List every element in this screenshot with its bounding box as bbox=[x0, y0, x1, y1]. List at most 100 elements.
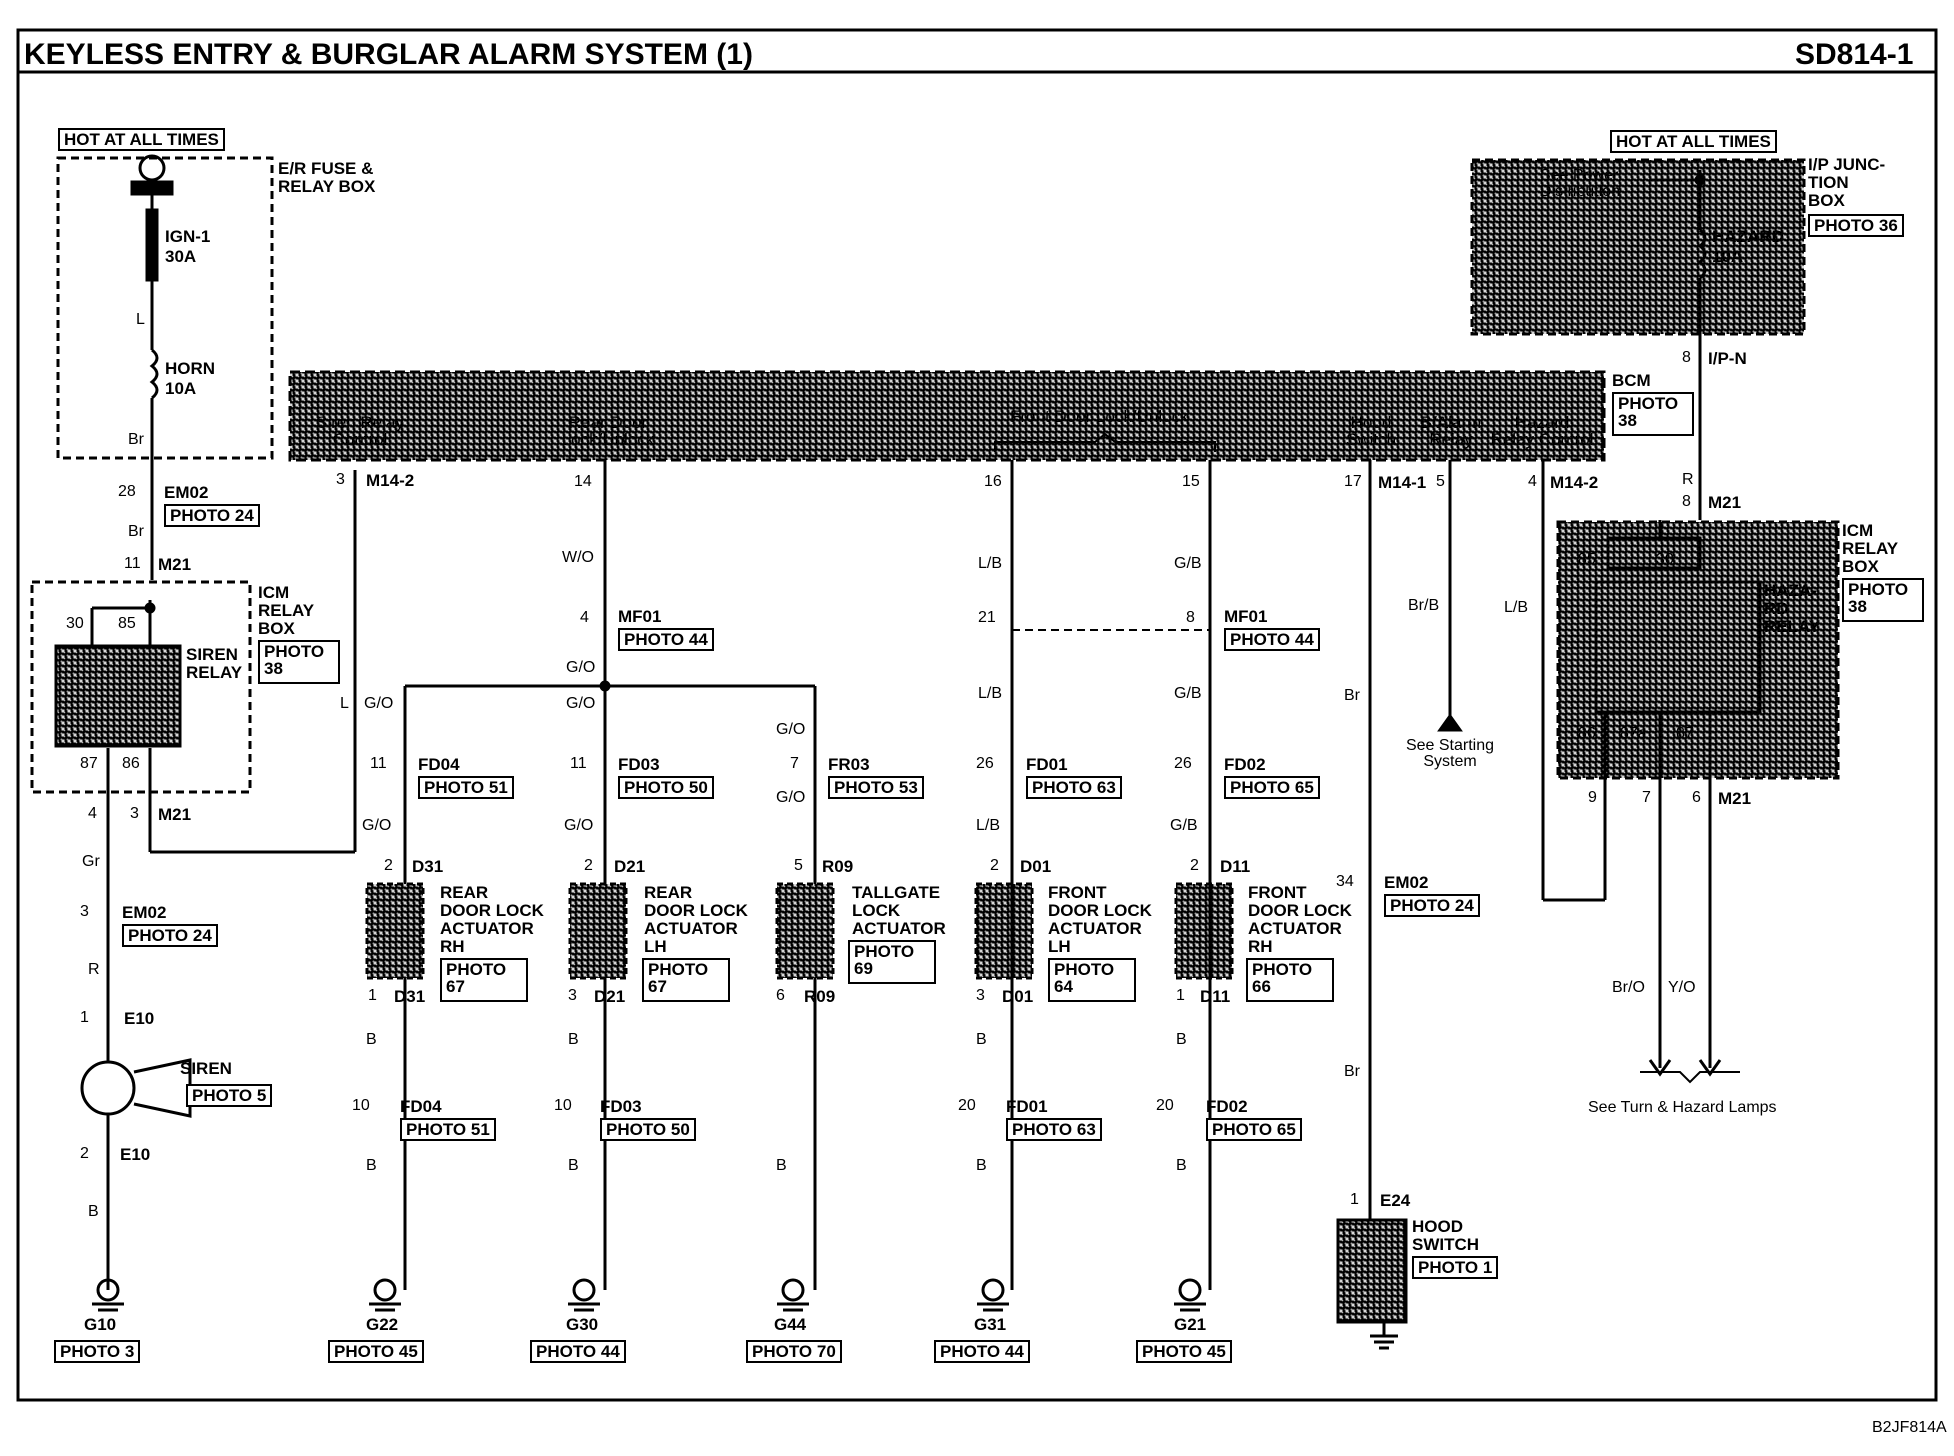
rear-lh-name: REAR bbox=[644, 883, 693, 902]
bcm-conn-m142-b: M14-2 bbox=[1550, 473, 1599, 492]
photo-24-a: PHOTO 24 bbox=[164, 504, 260, 527]
rh-wire-b: B bbox=[366, 1031, 377, 1048]
fuse-horn-rating: 10A bbox=[165, 379, 197, 398]
wire-go-trunk: G/O bbox=[566, 659, 596, 676]
frh-pin-20: 20 bbox=[1156, 1097, 1174, 1114]
tg-conn-r09: R09 bbox=[822, 857, 854, 876]
wire-l: L bbox=[136, 311, 145, 328]
front-rh-name-2: DOOR LOCK bbox=[1248, 901, 1352, 920]
ground-g21-photo: PHOTO 45 bbox=[1136, 1340, 1232, 1363]
siren-photo: PHOTO 5 bbox=[186, 1084, 273, 1107]
ground-g44-photo: PHOTO 70 bbox=[746, 1340, 842, 1363]
hood-switch-name-2: SWITCH bbox=[1412, 1235, 1480, 1254]
conn-e10-b: E10 bbox=[120, 1145, 151, 1164]
siren-label: SIREN bbox=[180, 1059, 232, 1078]
pin-11: 11 bbox=[124, 555, 141, 572]
hazard-relay-label-2: RD bbox=[1764, 599, 1789, 618]
front-lh-name: FRONT bbox=[1048, 883, 1107, 902]
flh-wire-lb-3: L/B bbox=[976, 817, 1001, 834]
wire-br-b: Br/B bbox=[1408, 597, 1440, 614]
hood-wire-br: Br bbox=[1344, 687, 1360, 704]
rs-pin-8: 8 bbox=[1682, 349, 1691, 366]
rh-pin-1: 1 bbox=[368, 987, 377, 1004]
lh-wire-go: G/O bbox=[564, 817, 594, 834]
rear-rh-name: REAR bbox=[440, 883, 489, 902]
ip-junction-label-2: TION bbox=[1808, 173, 1849, 192]
ground-g44: G44 bbox=[774, 1315, 807, 1334]
lh-wire-b-2: B bbox=[568, 1157, 579, 1174]
wire-r: R bbox=[88, 961, 100, 978]
hz-pin-9: 9 bbox=[1588, 789, 1597, 806]
hz-pin-7: 7 bbox=[1642, 789, 1651, 806]
flh-pin-20: 20 bbox=[958, 1097, 976, 1114]
tg-wire-go-top: G/O bbox=[776, 721, 806, 738]
frh-photo-fd02-b: PHOTO 65 bbox=[1206, 1118, 1302, 1141]
conn-m21-in: M21 bbox=[158, 555, 192, 574]
bcm-pin-3: 3 bbox=[336, 471, 345, 488]
fuse-horn-name: HORN bbox=[165, 359, 216, 378]
flh-pin-2: 2 bbox=[990, 857, 999, 874]
rh-conn-fd04-b: FD04 bbox=[400, 1097, 442, 1116]
icm-left-name-2: RELAY bbox=[258, 601, 315, 620]
footer-code: B2JF814A bbox=[1872, 1419, 1947, 1436]
wire-y-o: Y/O bbox=[1668, 979, 1696, 996]
rear-lh-name-2: DOOR LOCK bbox=[644, 901, 748, 920]
icm-right-name-3: BOX bbox=[1842, 557, 1879, 576]
wire-wo: W/O bbox=[562, 549, 594, 566]
bcm-conn-m142: M14-2 bbox=[366, 471, 415, 490]
hood-photo-em02: PHOTO 24 bbox=[1384, 894, 1480, 917]
photo-24-b: PHOTO 24 bbox=[122, 924, 218, 947]
rh-wire-b-2: B bbox=[366, 1157, 377, 1174]
conn-e10-a: E10 bbox=[124, 1009, 155, 1028]
lh-conn-fd03-b: FD03 bbox=[600, 1097, 642, 1116]
ip-junction-label: I/P JUNC- bbox=[1808, 155, 1886, 174]
rs-conn-m21: M21 bbox=[1708, 493, 1742, 512]
lh-wire-b: B bbox=[568, 1031, 579, 1048]
flh-conn-fd01: FD01 bbox=[1026, 755, 1068, 774]
front-rh-name-4: RH bbox=[1248, 937, 1273, 956]
wire-gr: Gr bbox=[82, 853, 100, 870]
lh-conn-fd03: FD03 bbox=[618, 755, 660, 774]
hazard-relay-label: HAZA- bbox=[1764, 581, 1817, 600]
hz-pin-30: 30 bbox=[1656, 551, 1674, 568]
hazard-relay-label-3: RELAY bbox=[1764, 617, 1821, 636]
pin-85: 85 bbox=[118, 615, 136, 632]
hood-switch-name: HOOD bbox=[1412, 1217, 1463, 1236]
lh-pin-3: 3 bbox=[568, 987, 577, 1004]
frh-conn-fd02: FD02 bbox=[1224, 755, 1266, 774]
rear-lh-name-3: ACTUATOR bbox=[644, 919, 738, 938]
icm-box-left bbox=[30, 580, 252, 794]
flh-pin-3: 3 bbox=[976, 987, 985, 1004]
flh-wire-b-2: B bbox=[976, 1157, 987, 1174]
wire-lb-hazard: L/B bbox=[1504, 599, 1529, 616]
fuse-hazard-rating: 10A bbox=[1712, 247, 1744, 266]
wire-go-mid: G/O bbox=[566, 695, 596, 712]
front-lh-name-4: LH bbox=[1048, 937, 1071, 956]
tg-wire-b: B bbox=[776, 1157, 787, 1174]
page-title: KEYLESS ENTRY & BURGLAR ALARM SYSTEM (1) bbox=[24, 38, 753, 71]
front-lh-name-3: ACTUATOR bbox=[1048, 919, 1142, 938]
pin-28: 28 bbox=[118, 483, 136, 500]
tg-pin-5: 5 bbox=[794, 857, 803, 874]
tailgate-name-3: ACTUATOR bbox=[852, 919, 946, 938]
ground-symbols bbox=[92, 1278, 1206, 1312]
pin-4: 4 bbox=[88, 805, 97, 822]
rear-lh-name-4: LH bbox=[644, 937, 667, 956]
frh-photo-fd02: PHOTO 65 bbox=[1224, 776, 1320, 799]
front-rh-name: FRONT bbox=[1248, 883, 1307, 902]
hood-conn-em02: EM02 bbox=[1384, 873, 1429, 892]
flh-conn-d01: D01 bbox=[1020, 857, 1052, 876]
lh-pin-10: 10 bbox=[554, 1097, 572, 1114]
hz-pin-6: 6 bbox=[1692, 789, 1701, 806]
ground-g31-photo: PHOTO 44 bbox=[934, 1340, 1030, 1363]
wire-l-2: L bbox=[340, 695, 349, 712]
front-door-lock-unlock: Front Door Lock/Unlock bbox=[1010, 407, 1189, 426]
